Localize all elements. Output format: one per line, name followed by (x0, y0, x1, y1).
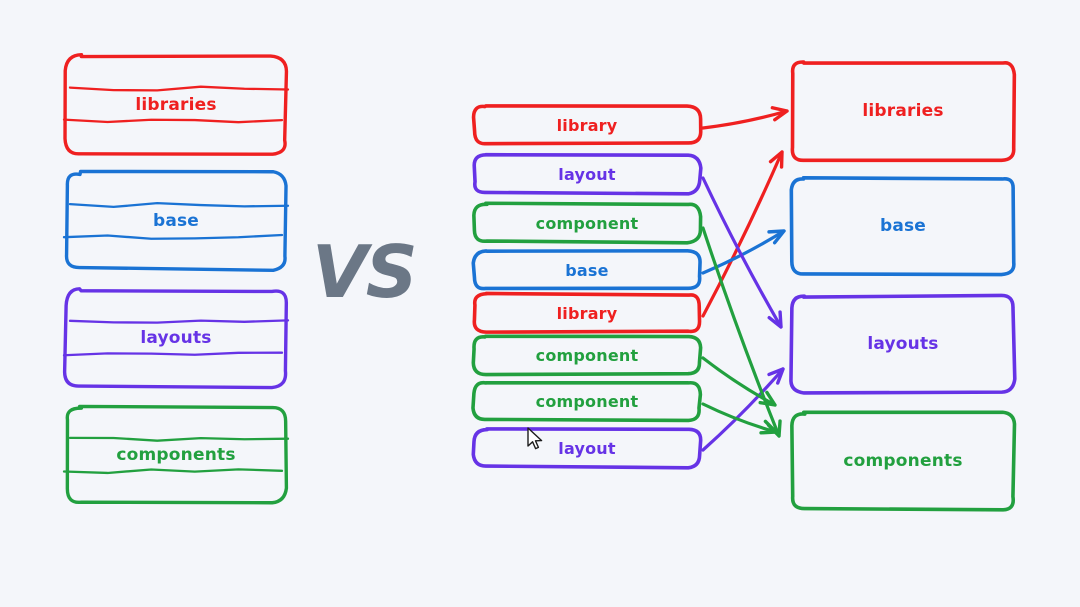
vs-separator-label: VS (312, 230, 418, 314)
middle-box-label: library (556, 115, 618, 135)
left-box-label: libraries (135, 95, 217, 115)
middle-box-library[interactable]: library (474, 294, 700, 332)
middle-box-library[interactable]: library (474, 106, 700, 144)
component-1-to-components (701, 226, 781, 438)
component-3-to-components (701, 402, 778, 434)
right-box-libraries[interactable]: libraries (792, 62, 1014, 160)
right-box-components[interactable]: components (792, 413, 1014, 509)
left-box-libraries[interactable]: libraries (66, 56, 286, 154)
middle-box-label: layout (558, 438, 616, 458)
layout-1-to-layouts-head (767, 310, 783, 329)
right-box-label: layouts (867, 334, 939, 354)
middle-box-layout[interactable]: layout (474, 155, 700, 193)
left-box-label: components (116, 445, 236, 465)
right-box-label: libraries (862, 101, 944, 121)
library-2-to-libraries-head (768, 150, 784, 169)
left-box-label: base (152, 211, 200, 231)
middle-box-label: base (565, 260, 609, 280)
layout-2-to-layouts (701, 367, 785, 452)
library-1-to-libraries (701, 109, 789, 130)
left-box-layouts[interactable]: layouts (66, 290, 286, 386)
middle-box-component[interactable]: component (474, 382, 700, 420)
middle-box-component[interactable]: component (474, 204, 700, 242)
layout-1-to-layouts (701, 176, 783, 329)
layout-2-to-layouts-head (767, 367, 785, 385)
middle-box-label: library (556, 303, 618, 323)
middle-box-layout[interactable]: layout (474, 429, 700, 467)
middle-box-label: layout (558, 164, 616, 184)
middle-box-base[interactable]: base (474, 251, 700, 289)
right-box-layouts[interactable]: layouts (792, 296, 1014, 392)
base-to-base-head (767, 229, 786, 245)
left-box-label: layouts (140, 328, 212, 348)
library-1-to-libraries-head (770, 106, 789, 122)
middle-box-label: component (535, 345, 639, 365)
right-box-label: base (879, 216, 927, 236)
right-box-base[interactable]: base (792, 178, 1014, 274)
middle-box-label: component (535, 391, 639, 411)
base-to-base (701, 229, 786, 275)
library-2-to-libraries (701, 150, 784, 318)
right-box-label: components (843, 451, 963, 471)
left-box-base[interactable]: base (66, 173, 286, 269)
component-3-to-components-head (759, 419, 778, 435)
middle-box-component[interactable]: component (474, 336, 700, 374)
component-2-to-components-head (758, 390, 777, 407)
left-box-components[interactable]: components (66, 407, 286, 503)
component-1-to-components-head (766, 419, 782, 438)
middle-box-label: component (535, 213, 639, 233)
component-2-to-components (701, 356, 777, 407)
